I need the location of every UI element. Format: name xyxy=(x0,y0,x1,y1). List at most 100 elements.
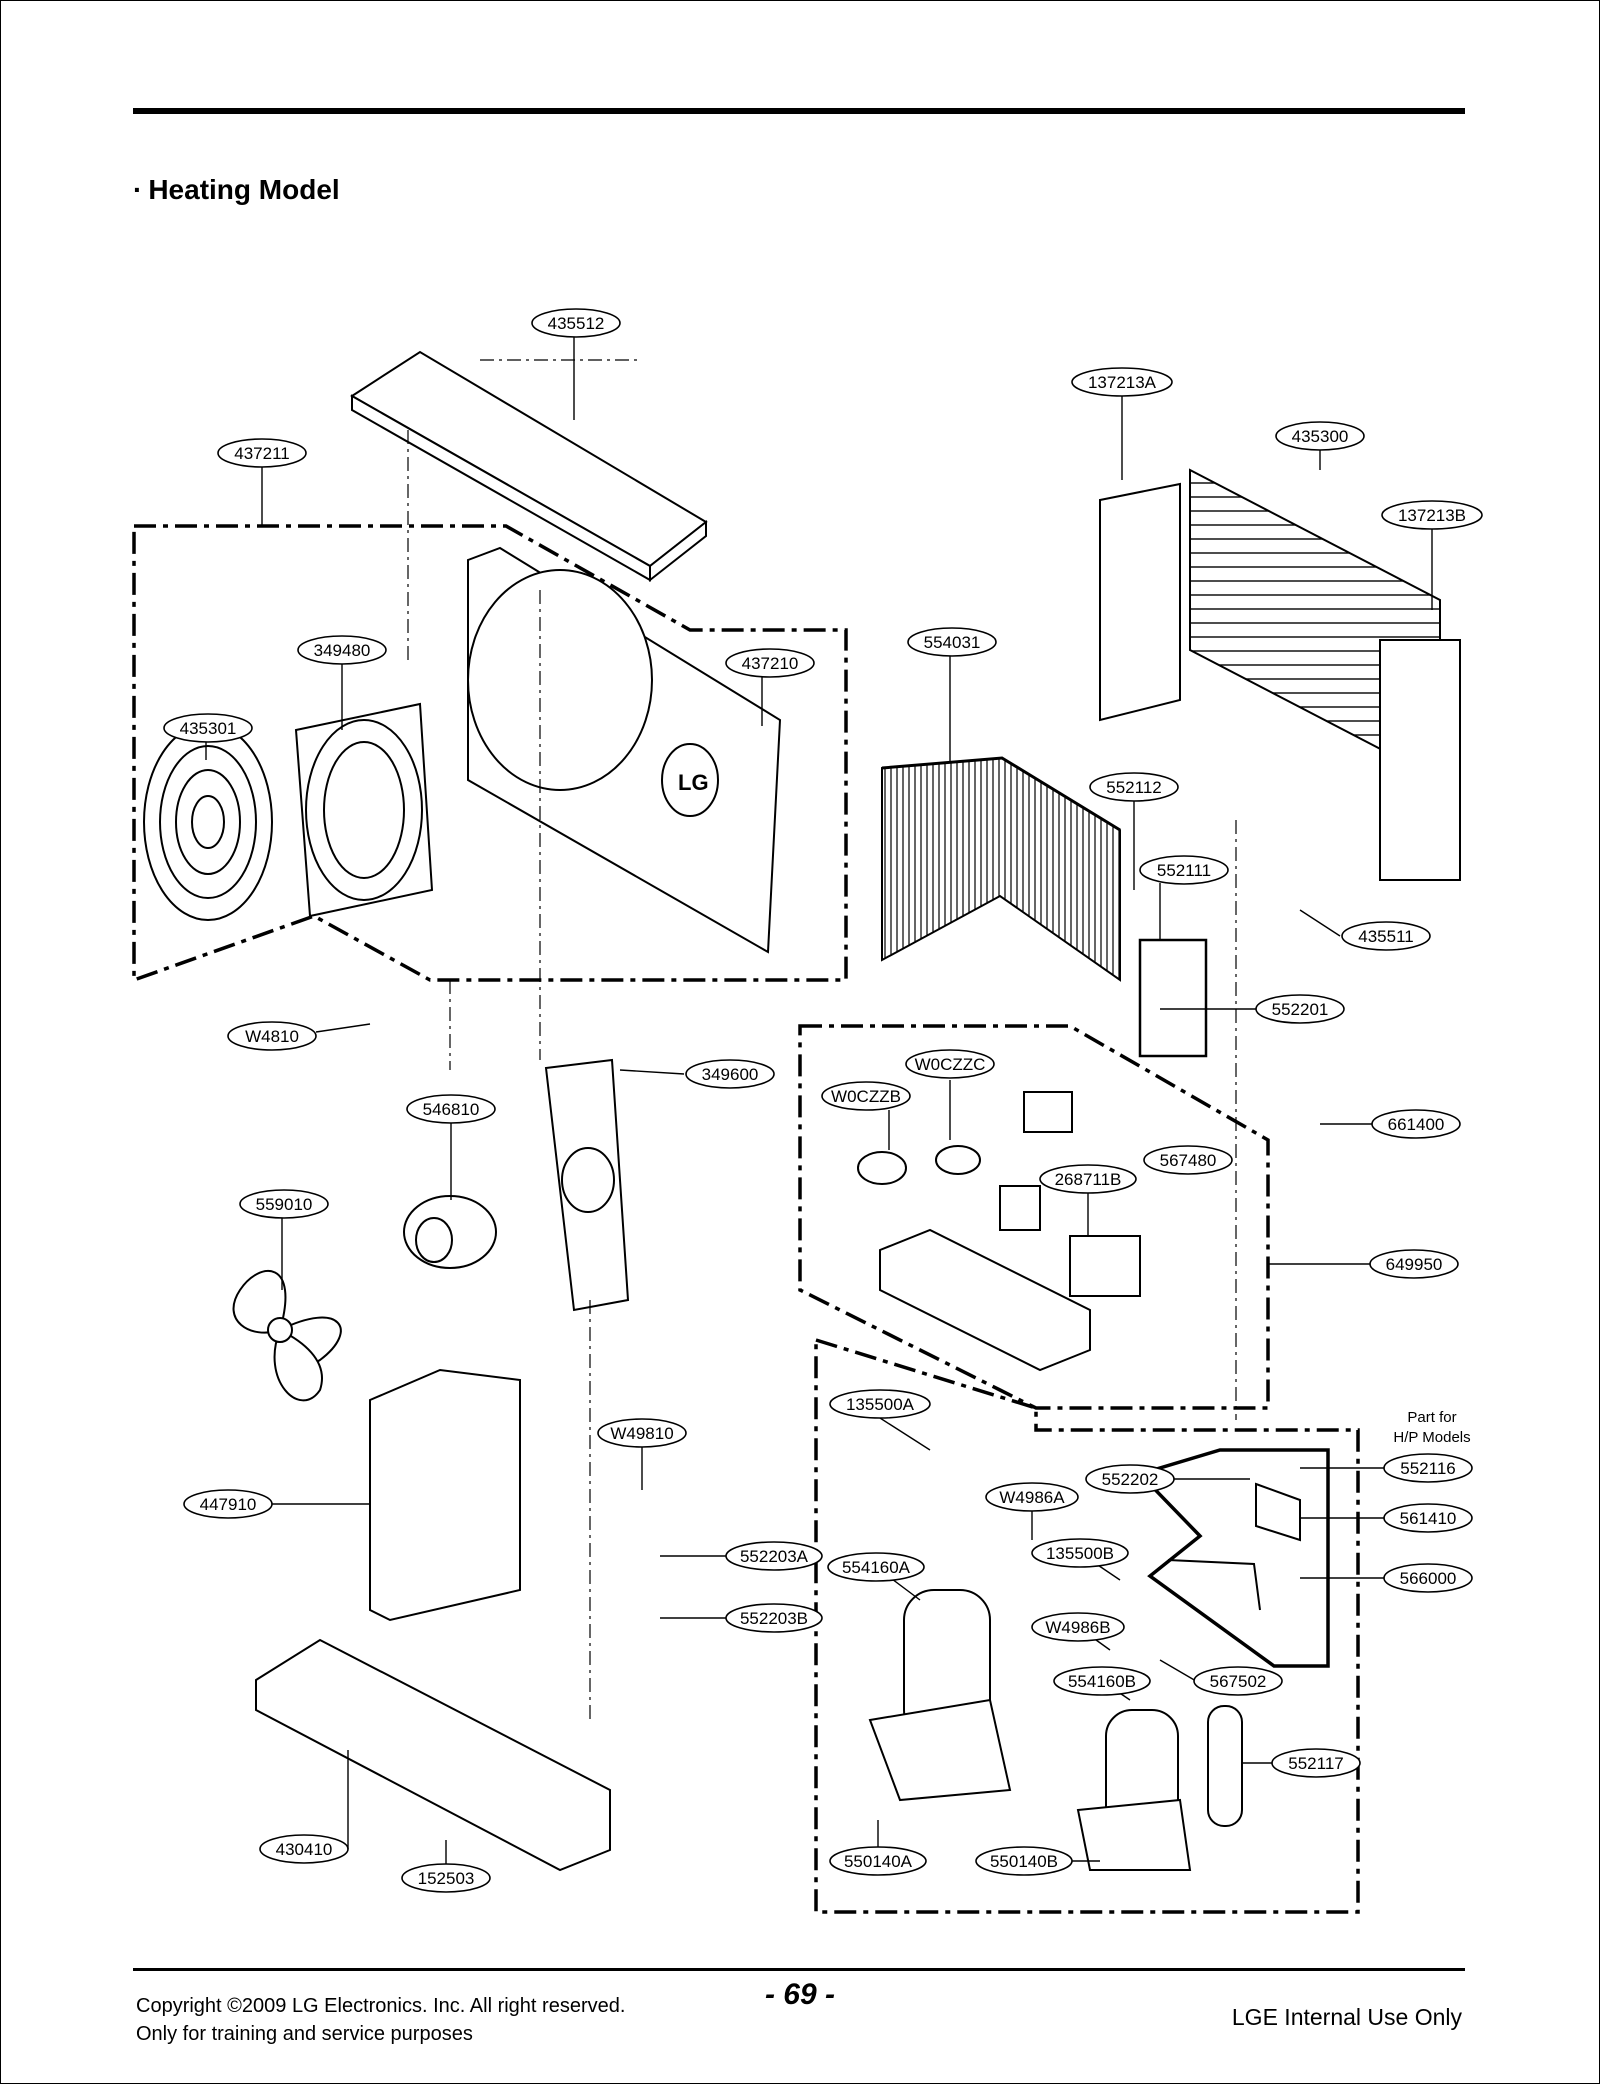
svg-text:137213B: 137213B xyxy=(1398,506,1466,525)
front-panel xyxy=(467,546,782,954)
part-label: 447910 xyxy=(183,1489,273,1519)
section-title-text: Heating Model xyxy=(148,174,340,205)
control-box xyxy=(857,1091,1141,1372)
svg-text:W49810: W49810 xyxy=(610,1424,673,1443)
part-label: 552111 xyxy=(1139,855,1229,885)
part-label: W4986A xyxy=(985,1482,1079,1512)
part-label: W49810 xyxy=(597,1418,687,1448)
part-label: 435301 xyxy=(163,713,253,743)
part-label: 550140A xyxy=(829,1846,927,1876)
page-number: - 69 - xyxy=(764,1978,836,2011)
svg-text:567480: 567480 xyxy=(1160,1151,1217,1170)
usage-line: Only for training and service purposes xyxy=(136,2023,473,2045)
propeller-fan xyxy=(232,1269,342,1402)
part-label: 437210 xyxy=(725,648,815,678)
part-label: 135500B xyxy=(1031,1538,1129,1568)
top-cover xyxy=(350,350,708,583)
svg-text:152503: 152503 xyxy=(418,1869,475,1888)
svg-text:546810: 546810 xyxy=(423,1100,480,1119)
part-label: 435300 xyxy=(1275,421,1365,451)
part-label: 550140B xyxy=(975,1846,1073,1876)
part-label: 552203B xyxy=(725,1603,823,1633)
svg-text:552203B: 552203B xyxy=(740,1609,808,1628)
part-label: 137213A xyxy=(1071,367,1173,397)
header-rule xyxy=(133,108,1465,114)
svg-text:550140B: 550140B xyxy=(990,1852,1058,1871)
footer-rule xyxy=(133,1968,1465,1971)
part-label: 437211 xyxy=(217,438,307,468)
part-label: 152503 xyxy=(401,1863,491,1893)
part-label: 552117 xyxy=(1271,1748,1361,1778)
svg-text:W4986B: W4986B xyxy=(1045,1618,1110,1637)
part-label: W0CZZC xyxy=(905,1049,995,1079)
svg-text:135500A: 135500A xyxy=(846,1395,915,1414)
svg-text:H/P Models: H/P Models xyxy=(1393,1429,1470,1446)
part-label: 552112 xyxy=(1089,772,1179,802)
svg-text:559010: 559010 xyxy=(256,1195,313,1214)
svg-text:W4810: W4810 xyxy=(245,1027,299,1046)
svg-text:437210: 437210 xyxy=(742,654,799,673)
part-label: 137213B xyxy=(1381,500,1483,530)
svg-text:W4986A: W4986A xyxy=(999,1488,1065,1507)
title-bullet: · xyxy=(133,174,143,205)
part-label: 546810 xyxy=(406,1094,496,1124)
svg-text:552111: 552111 xyxy=(1157,861,1211,880)
svg-text:447910: 447910 xyxy=(200,1495,257,1514)
part-label: 435511 xyxy=(1341,921,1431,951)
part-label: 561410 xyxy=(1383,1503,1473,1533)
reversing-valve xyxy=(1167,1482,1301,1611)
part-label: 435512 xyxy=(531,308,621,338)
svg-text:552117: 552117 xyxy=(1288,1754,1343,1773)
svg-text:349600: 349600 xyxy=(702,1065,759,1084)
brand-logo: LG xyxy=(678,770,709,795)
svg-text:Part for: Part for xyxy=(1407,1409,1456,1426)
svg-text:550140A: 550140A xyxy=(844,1852,913,1871)
svg-text:349480: 349480 xyxy=(314,641,371,660)
internal-use-note: LGE Internal Use Only xyxy=(1231,2004,1462,2030)
part-label: 559010 xyxy=(239,1189,329,1219)
svg-text:552201: 552201 xyxy=(1272,1000,1329,1019)
part-label: 135500A xyxy=(829,1389,931,1419)
svg-text:661400: 661400 xyxy=(1388,1115,1445,1134)
svg-text:W0CZZB: W0CZZB xyxy=(831,1087,901,1106)
hp-parts-group-outline xyxy=(1136,1448,1330,1668)
svg-text:435512: 435512 xyxy=(548,314,605,333)
svg-text:W0CZZC: W0CZZC xyxy=(915,1055,986,1074)
part-labels: 435512 437211 349480 437210 435301 13721… xyxy=(163,308,1483,1893)
section-title: ·Heating Model xyxy=(133,174,340,206)
svg-text:566000: 566000 xyxy=(1400,1569,1457,1588)
part-label: 661400 xyxy=(1371,1109,1461,1139)
part-label: 554160B xyxy=(1053,1666,1151,1696)
motor-support xyxy=(544,1058,630,1312)
svg-text:137213A: 137213A xyxy=(1088,373,1157,392)
part-label: 349480 xyxy=(297,635,387,665)
hp-note: Part for H/P Models xyxy=(1393,1409,1470,1446)
leader-lines xyxy=(205,337,1433,1864)
compressor-large xyxy=(868,1589,1012,1802)
accumulator xyxy=(1207,1705,1243,1827)
part-label: 552201 xyxy=(1255,994,1345,1024)
svg-text:552116: 552116 xyxy=(1400,1459,1455,1478)
svg-text:649950: 649950 xyxy=(1386,1255,1443,1274)
part-label: W4986B xyxy=(1031,1612,1125,1642)
footer-copyright: Copyright ©2009 LG Electronics. Inc. All… xyxy=(136,1992,625,2048)
part-label: W4810 xyxy=(227,1021,317,1051)
fan-motor xyxy=(403,1195,497,1269)
svg-text:552112: 552112 xyxy=(1106,778,1161,797)
svg-text:430410: 430410 xyxy=(276,1840,333,1859)
part-label: 567480 xyxy=(1143,1145,1233,1175)
svg-text:268711B: 268711B xyxy=(1055,1170,1122,1189)
svg-text:567502: 567502 xyxy=(1210,1672,1267,1691)
compressor-small xyxy=(1076,1709,1192,1871)
part-label: W0CZZB xyxy=(821,1081,911,1111)
svg-text:437211: 437211 xyxy=(234,444,289,463)
control-box-group-outline xyxy=(798,1024,1270,1410)
part-label: 552203A xyxy=(725,1541,823,1571)
part-label: 554160A xyxy=(827,1552,925,1582)
part-label: 649950 xyxy=(1369,1249,1459,1279)
svg-text:552202: 552202 xyxy=(1102,1470,1159,1489)
part-label: 430410 xyxy=(259,1834,349,1864)
compressor-group-outline xyxy=(814,1337,1360,1914)
part-label: 268711B xyxy=(1039,1164,1137,1194)
